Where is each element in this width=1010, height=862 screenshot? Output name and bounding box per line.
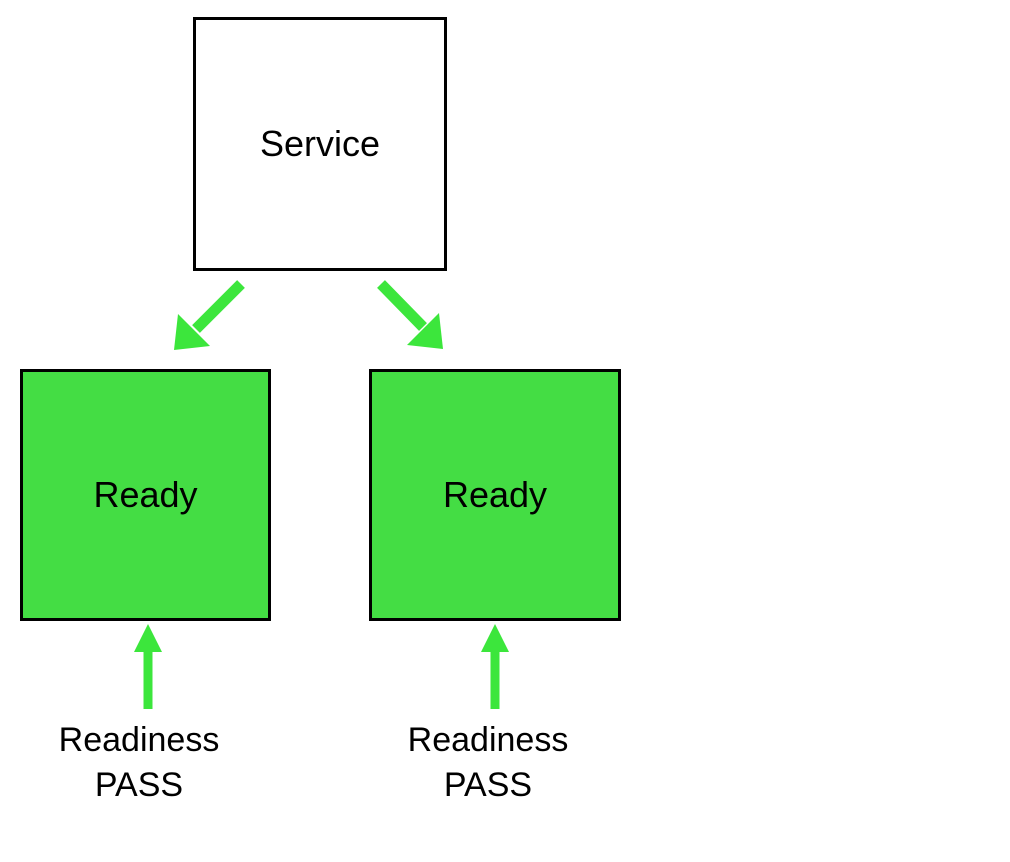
arrow-service-to-ready-left [174, 280, 245, 350]
arrow-readiness-to-ready-left [134, 624, 162, 709]
edge-label-readiness-right: Readiness PASS [407, 721, 569, 804]
node-ready-left-label: Ready [93, 474, 198, 515]
arrow-service-to-ready-right [377, 280, 443, 349]
edge-label-readiness-left: Readiness PASS [58, 721, 220, 804]
node-service-label: Service [259, 123, 381, 164]
node-ready-right[interactable]: Ready [369, 369, 621, 621]
node-ready-left[interactable]: Ready [20, 369, 271, 621]
node-ready-right-label: Ready [442, 474, 548, 515]
node-service[interactable]: Service [193, 17, 447, 271]
arrow-readiness-to-ready-right [481, 624, 509, 709]
